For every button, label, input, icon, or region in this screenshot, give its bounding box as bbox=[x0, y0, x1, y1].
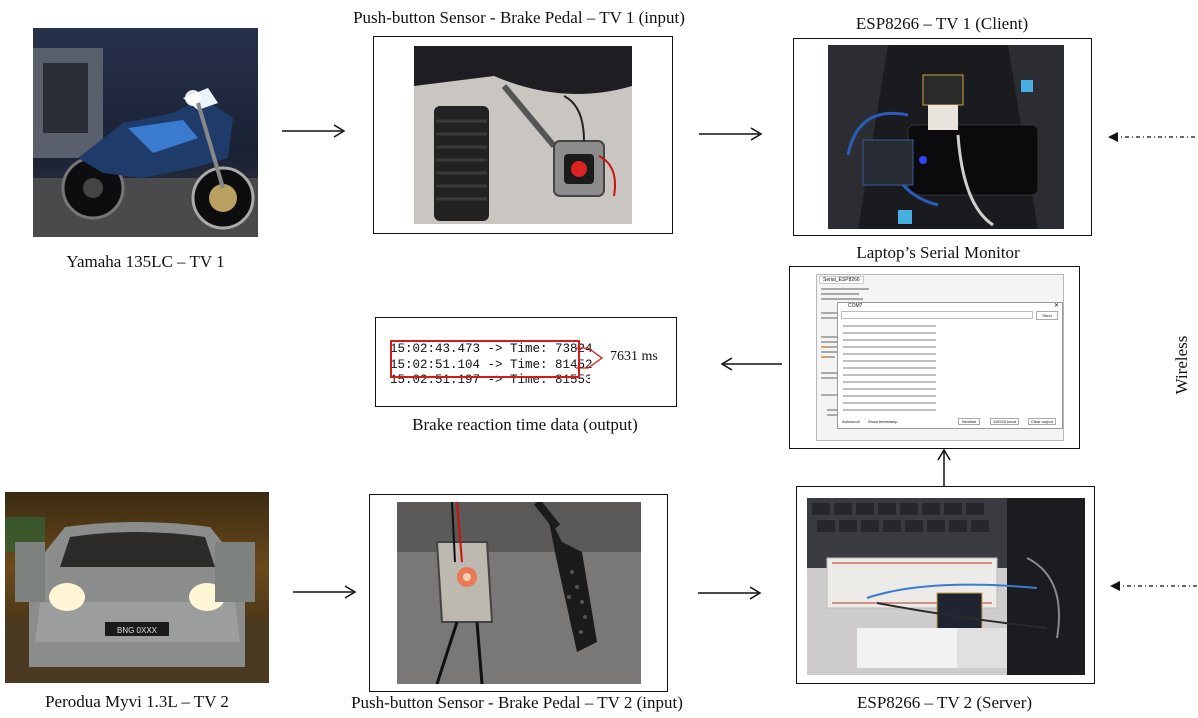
ide-tab[interactable]: Serial_ESP8266 bbox=[819, 276, 864, 284]
esp-tv1-photo bbox=[828, 45, 1064, 229]
yamaha-photo bbox=[33, 28, 258, 237]
caption-brake-data: Brake reaction time data (output) bbox=[412, 415, 638, 434]
sensor-tv1-frame bbox=[373, 36, 673, 234]
newline-select[interactable]: Newline bbox=[958, 418, 981, 425]
difference-label: 7631 ms bbox=[610, 349, 658, 364]
esp-tv2-photo bbox=[807, 498, 1085, 675]
autoscroll-checkbox[interactable]: Autoscroll bbox=[842, 419, 860, 424]
caption-sensor-tv1: Push-button Sensor - Brake Pedal – TV 1 … bbox=[353, 8, 685, 27]
myvi-plate: BNG 0XXX bbox=[117, 626, 158, 635]
serial-popup: COM7 ✕ Send Autoscroll Show timestamp Ne… bbox=[837, 302, 1063, 429]
wireless-label: Wireless bbox=[1172, 335, 1191, 395]
dashed-arrow-tv2 bbox=[1110, 581, 1198, 591]
arrow-esp-tv2-to-serial bbox=[937, 448, 951, 488]
myvi-photo: BNG 0XXX bbox=[5, 492, 269, 683]
caption-esp-tv1: ESP8266 – TV 1 (Client) bbox=[855, 14, 1029, 33]
serial-window: Serial_ESP8266 COM7 ✕ Send bbox=[816, 274, 1064, 441]
send-button[interactable]: Send bbox=[1036, 311, 1058, 320]
sensor-tv1-photo bbox=[414, 46, 632, 224]
caption-sensor-tv2: Push-button Sensor - Brake Pedal – TV 2 … bbox=[351, 693, 683, 712]
serial-monitor-frame: Serial_ESP8266 COM7 ✕ Send bbox=[789, 266, 1080, 449]
serial-port-title: COM7 bbox=[848, 303, 863, 309]
esp-tv1-frame bbox=[793, 38, 1092, 236]
close-icon[interactable]: ✕ bbox=[1053, 302, 1059, 309]
brake-data-line: 15:02:51.104 -> Time: 81452 bbox=[390, 358, 593, 372]
clear-output-button[interactable]: Clear output bbox=[1028, 418, 1056, 425]
timestamp-checkbox[interactable]: Show timestamp bbox=[868, 419, 898, 424]
arrow-serial-to-brake-data bbox=[720, 357, 782, 371]
difference-bracket bbox=[576, 347, 604, 369]
brake-data-line: 15:02:43.473 -> Time: 73824 bbox=[390, 342, 593, 356]
arrow-sensor-to-esp-tv1 bbox=[699, 127, 763, 141]
baud-select[interactable]: 115200 baud bbox=[990, 418, 1020, 425]
caption-yamaha: Yamaha 135LC – TV 1 bbox=[66, 252, 225, 271]
serial-input-field[interactable] bbox=[841, 311, 1033, 319]
highlight-box bbox=[390, 340, 580, 378]
arrow-yamaha-to-sensor bbox=[282, 124, 346, 138]
caption-myvi: Perodua Myvi 1.3L – TV 2 bbox=[45, 692, 229, 711]
brake-data-frame: 15:02:43.473 -> Time: 73824 15:02:51.104… bbox=[375, 317, 677, 407]
sensor-tv2-frame bbox=[369, 494, 668, 692]
dashed-arrow-tv1 bbox=[1108, 132, 1198, 142]
serial-footer: Autoscroll Show timestamp Newline 115200… bbox=[840, 418, 1060, 426]
esp-tv2-frame bbox=[796, 486, 1095, 684]
arrow-myvi-to-sensor bbox=[293, 585, 357, 599]
ide-code-area bbox=[819, 285, 879, 430]
arrow-sensor-to-esp-tv2 bbox=[698, 586, 762, 600]
caption-serial-monitor: Laptop’s Serial Monitor bbox=[856, 243, 1020, 262]
serial-output-lines bbox=[843, 325, 936, 411]
caption-esp-tv2: ESP8266 – TV 2 (Server) bbox=[856, 693, 1033, 712]
sensor-tv2-photo bbox=[397, 502, 641, 684]
